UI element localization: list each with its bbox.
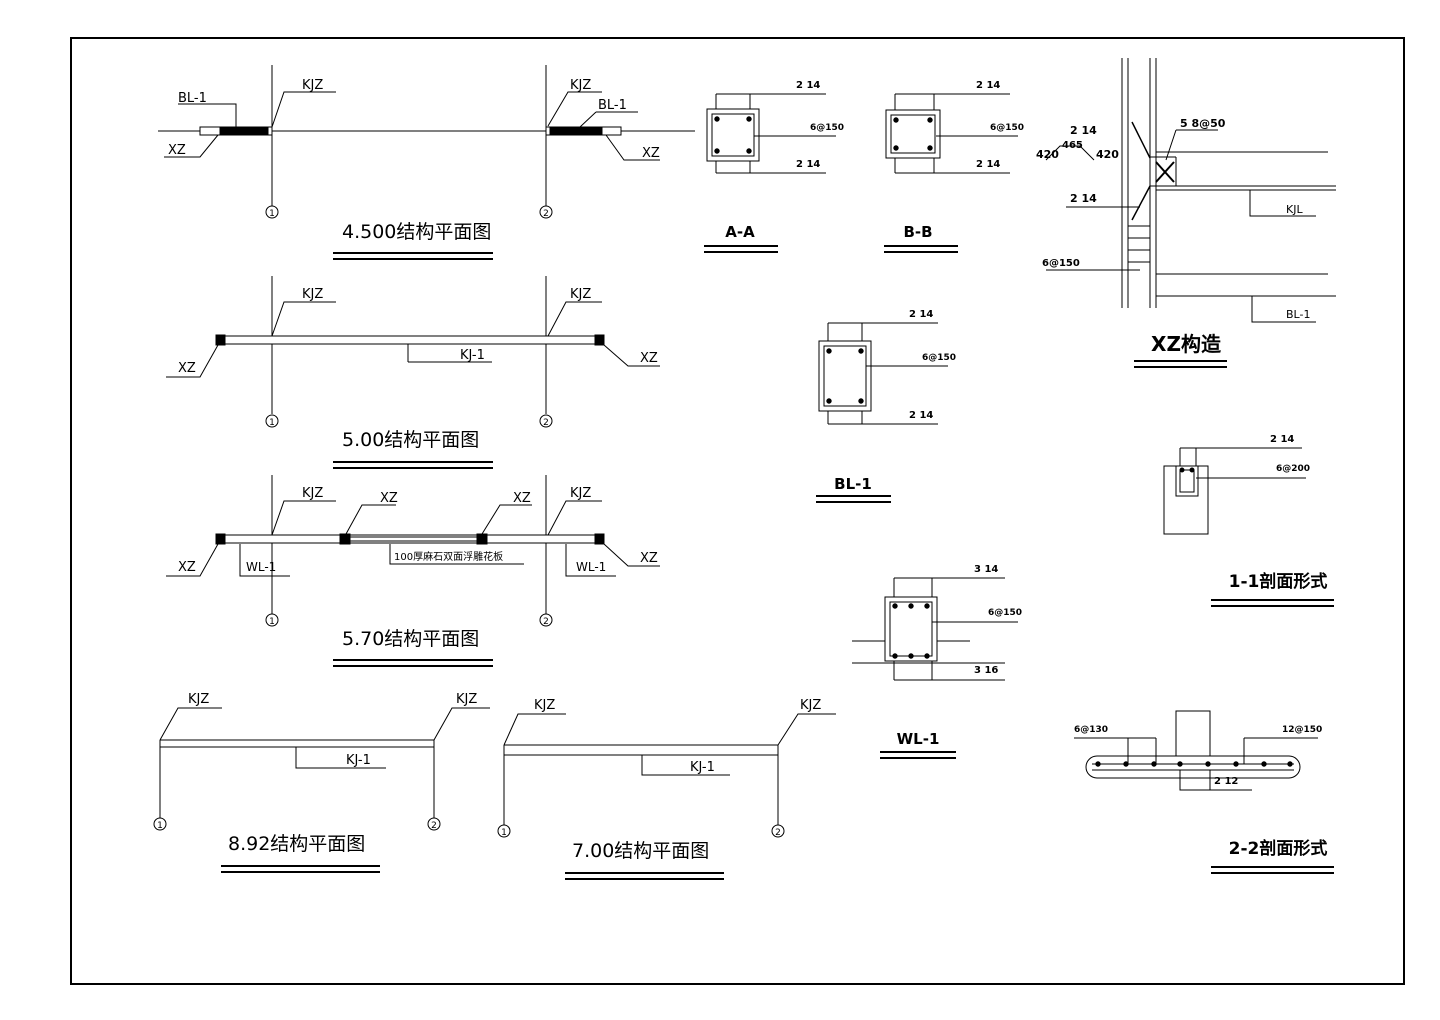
s11-title: 1-1剖面形式 — [1229, 571, 1328, 592]
section-xz — [1045, 58, 1336, 368]
axis-2-label: 2 — [543, 209, 549, 219]
bb-title: B-B — [903, 223, 932, 241]
axis-2-label: 2 — [543, 418, 549, 428]
wl1-top-bars: 3 14 — [974, 564, 998, 575]
label-kjz-right: KJZ — [570, 486, 591, 501]
s11-top-bars: 2 14 — [1270, 434, 1294, 445]
section-wl1 — [852, 577, 1018, 759]
s11-stirrup: 6@200 — [1276, 464, 1310, 474]
bb-bottom-bars: 2 14 — [976, 159, 1000, 170]
xz-dim-b: 465 — [1062, 140, 1083, 151]
aa-bottom-bars: 2 14 — [796, 159, 820, 170]
plan-title-500: 5.00结构平面图 — [342, 429, 479, 451]
label-kjz-right: KJZ — [570, 78, 591, 93]
plan-500 — [166, 276, 660, 469]
label-xz-mid-b: XZ — [513, 491, 531, 506]
label-kjz-left: KJZ — [534, 698, 555, 713]
label-slab-note: 100厚麻石双面浮雕花板 — [394, 550, 503, 563]
wl1-stirrup: 6@150 — [988, 608, 1022, 618]
s22-bottom-bars: 2 12 — [1214, 776, 1238, 787]
s22-title: 2-2剖面形式 — [1229, 838, 1328, 859]
label-kj1: KJ-1 — [460, 348, 485, 363]
label-xz-right: XZ — [640, 551, 658, 566]
s22-right-bars: 12@150 — [1282, 725, 1322, 735]
plan-title-570: 5.70结构平面图 — [342, 628, 479, 650]
section-bb — [884, 93, 1018, 253]
axis-2-label: 2 — [775, 828, 781, 838]
aa-title: A-A — [725, 223, 755, 241]
label-kjz-right: KJZ — [800, 698, 821, 713]
label-xz-mid-a: XZ — [380, 491, 398, 506]
label-kj1: KJ-1 — [346, 753, 371, 768]
label-kjz-left: KJZ — [188, 692, 209, 707]
bl1-title: BL-1 — [834, 475, 872, 493]
axis-2-label: 2 — [431, 821, 437, 831]
xz-title: XZ构造 — [1151, 332, 1222, 356]
wl1-title: WL-1 — [897, 730, 940, 748]
label-xz-left: XZ — [178, 361, 196, 376]
axis-1-label: 1 — [269, 617, 275, 627]
s22-left-bars: 6@130 — [1074, 725, 1108, 735]
label-wl1-left: WL-1 — [246, 560, 276, 574]
label-kj1: KJ-1 — [690, 760, 715, 775]
aa-stirrup: 6@150 — [810, 123, 844, 133]
plan-4500 — [158, 65, 695, 260]
xz-stirrup-col: 6@150 — [1042, 258, 1080, 269]
plan-title-700: 7.00结构平面图 — [572, 840, 709, 862]
xz-dim-a: 420 — [1036, 148, 1059, 161]
xz-stirrup-top: 5 8@50 — [1180, 117, 1226, 130]
bb-top-bars: 2 14 — [976, 80, 1000, 91]
xz-beam-bl1: BL-1 — [1286, 308, 1310, 321]
sheet-border — [70, 37, 1405, 985]
label-xz-left: XZ — [178, 560, 196, 575]
label-xz-left: XZ — [168, 143, 186, 158]
label-xz-right: XZ — [642, 146, 660, 161]
axis-1-label: 1 — [501, 828, 507, 838]
label-kjz-right: KJZ — [570, 287, 591, 302]
xz-mid-bars: 2 14 — [1070, 192, 1097, 205]
label-kjz-left: KJZ — [302, 486, 323, 501]
label-xz-right: XZ — [640, 351, 658, 366]
plan-title-4500: 4.500结构平面图 — [342, 221, 491, 243]
wl1-bottom-bars: 3 16 — [974, 665, 998, 676]
plan-570 — [166, 475, 660, 667]
section-aa — [704, 93, 836, 253]
axis-2-label: 2 — [543, 617, 549, 627]
section-bl1 — [816, 322, 948, 503]
bb-stirrup: 6@150 — [990, 123, 1024, 133]
section-22 — [1074, 710, 1334, 874]
label-wl1-right: WL-1 — [576, 560, 606, 574]
axis-1-label: 1 — [157, 821, 163, 831]
aa-top-bars: 2 14 — [796, 80, 820, 91]
plan-700 — [497, 713, 836, 880]
xz-top-bars: 2 14 — [1070, 124, 1097, 137]
plan-title-892: 8.92结构平面图 — [228, 833, 365, 855]
bl1-bottom-bars: 2 14 — [909, 410, 933, 421]
label-kjz-left: KJZ — [302, 287, 323, 302]
plan-892 — [153, 707, 490, 873]
xz-dim-c: 420 — [1096, 148, 1119, 161]
section-11 — [1163, 447, 1334, 607]
label-bl1-right: BL-1 — [598, 98, 627, 113]
bl1-stirrup: 6@150 — [922, 353, 956, 363]
axis-1-label: 1 — [269, 209, 275, 219]
label-bl1-left: BL-1 — [178, 91, 207, 106]
label-kjz-left: KJZ — [302, 78, 323, 93]
bl1-top-bars: 2 14 — [909, 309, 933, 320]
label-kjz-right: KJZ — [456, 692, 477, 707]
xz-beam-kjl: KJL — [1286, 203, 1303, 216]
axis-1-label: 1 — [269, 418, 275, 428]
